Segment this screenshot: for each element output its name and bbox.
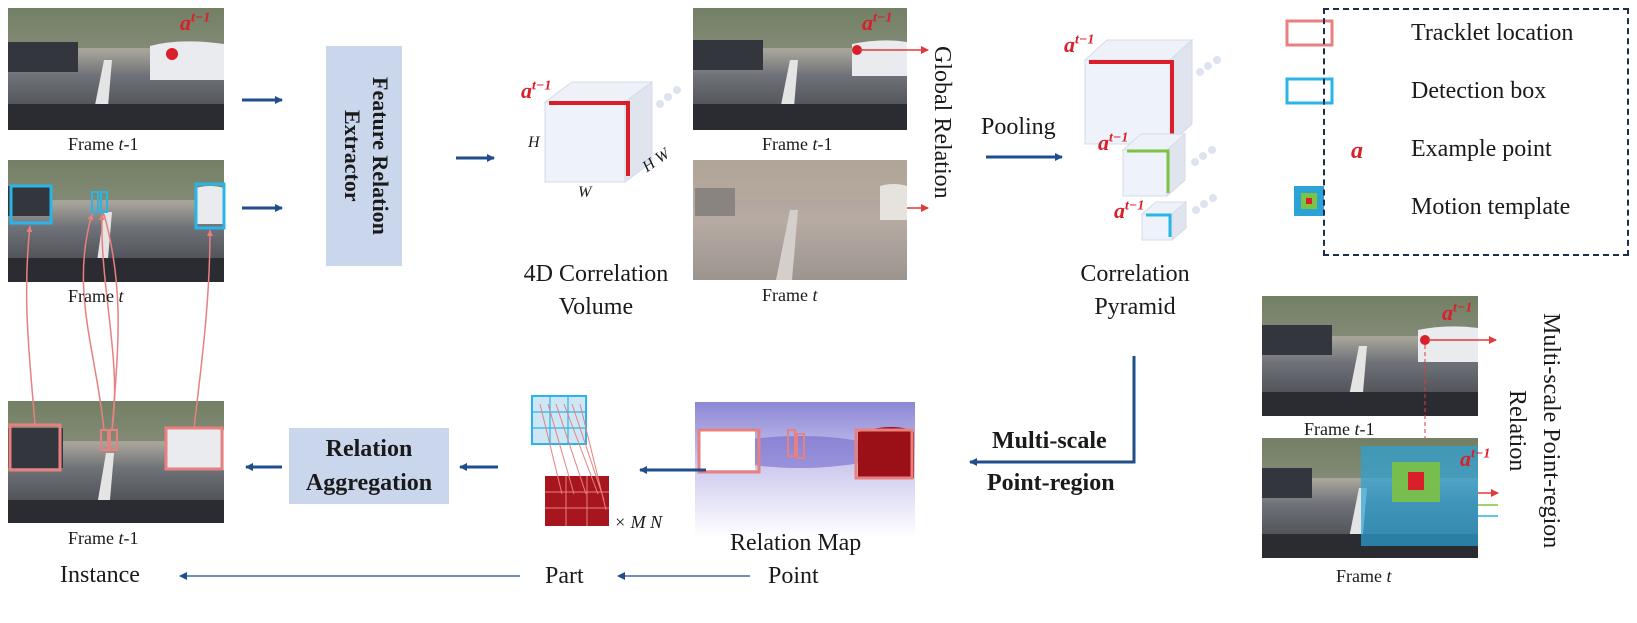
detection-box bbox=[194, 182, 226, 230]
point-region-label: Point-region bbox=[987, 470, 1115, 496]
red-rectangle-icon bbox=[1285, 19, 1334, 47]
frame-t1-center-image bbox=[693, 8, 929, 130]
frame-t-left-image bbox=[8, 160, 226, 282]
italic-a-icon: a bbox=[1351, 138, 1363, 164]
tracklet-box bbox=[100, 429, 109, 451]
frame-t1-bottom-image bbox=[8, 401, 224, 523]
frame-t1-right-image bbox=[1262, 296, 1497, 416]
frame-caption: Frame t-1 bbox=[762, 134, 833, 154]
point-label: at−1 bbox=[1064, 32, 1095, 57]
multiscale-relation-label: Multi-scale Point-region Relation bbox=[1504, 313, 1564, 549]
cyan-rectangle-icon bbox=[1285, 77, 1334, 105]
detection-box bbox=[9, 184, 53, 225]
legend-item: Tracklet location bbox=[1325, 16, 1625, 56]
point-label: at−1 bbox=[1442, 300, 1473, 325]
arrow bbox=[969, 356, 1136, 466]
feature-extractor-box: Feature Relation Extractor bbox=[326, 46, 402, 266]
point-level-label: Point bbox=[768, 563, 819, 589]
part-label: Part bbox=[545, 563, 584, 589]
detection-box bbox=[91, 191, 99, 213]
relation-map-image bbox=[695, 402, 915, 538]
multiscale-label: Multi-scale bbox=[992, 428, 1107, 454]
frame-caption: Frame t-1 bbox=[1304, 419, 1375, 439]
legend-label: Tracklet location bbox=[1411, 20, 1574, 46]
legend-label: Example point bbox=[1411, 136, 1552, 162]
frame-caption: Frame t bbox=[68, 286, 124, 306]
frame-t-center-image bbox=[693, 160, 929, 280]
point-label: at−1 bbox=[1114, 198, 1145, 223]
frame-caption: Frame t bbox=[1336, 566, 1392, 586]
example-point bbox=[166, 48, 178, 60]
frame-t1-top-image bbox=[8, 8, 224, 130]
relation-map-label: Relation Map bbox=[730, 530, 862, 556]
legend: Tracklet location Detection box a Exampl… bbox=[1323, 8, 1629, 256]
axis-label: W bbox=[578, 184, 592, 201]
legend-label: Motion template bbox=[1411, 194, 1571, 220]
point-label: at−1 bbox=[1098, 130, 1129, 155]
axis-label: H bbox=[528, 134, 540, 151]
correlation-pyramid bbox=[1083, 38, 1221, 242]
association-lines bbox=[25, 213, 213, 431]
frame-t-right-image bbox=[1262, 438, 1499, 558]
legend-item: Motion template bbox=[1325, 190, 1625, 230]
point-label: at−1 bbox=[862, 10, 893, 35]
frame-caption: Frame t-1 bbox=[68, 134, 139, 154]
corr-volume-label: 4D Correlation Volume bbox=[523, 261, 669, 320]
feature-extractor-label: Feature Relation Extractor bbox=[340, 77, 393, 235]
legend-item: a Example point bbox=[1325, 132, 1625, 172]
relation-aggregation-box: Relation Aggregation bbox=[289, 428, 449, 504]
part-patches bbox=[531, 395, 609, 526]
relation-aggregation-label: Relation Aggregation bbox=[305, 436, 433, 496]
legend-item: Detection box bbox=[1325, 74, 1625, 114]
frame-caption: Frame t bbox=[762, 285, 818, 305]
point-label: at−1 bbox=[1460, 446, 1491, 471]
instance-label: Instance bbox=[60, 562, 140, 588]
detection-box bbox=[100, 191, 108, 213]
point-label: at−1 bbox=[521, 78, 552, 103]
legend-swatches bbox=[1285, 19, 1334, 216]
legend-label: Detection box bbox=[1411, 78, 1547, 104]
corr-pyramid-label: Correlation Pyramid bbox=[1080, 261, 1190, 320]
tracklet-box bbox=[109, 429, 118, 451]
frame-caption: Frame t-1 bbox=[68, 528, 139, 548]
pooling-label: Pooling bbox=[981, 114, 1056, 140]
correlation-volume-cube bbox=[543, 81, 681, 183]
point-label: at−1 bbox=[180, 10, 211, 35]
times-mn-label: × M N bbox=[614, 512, 663, 532]
global-relation-label: Global Relation bbox=[929, 46, 955, 199]
